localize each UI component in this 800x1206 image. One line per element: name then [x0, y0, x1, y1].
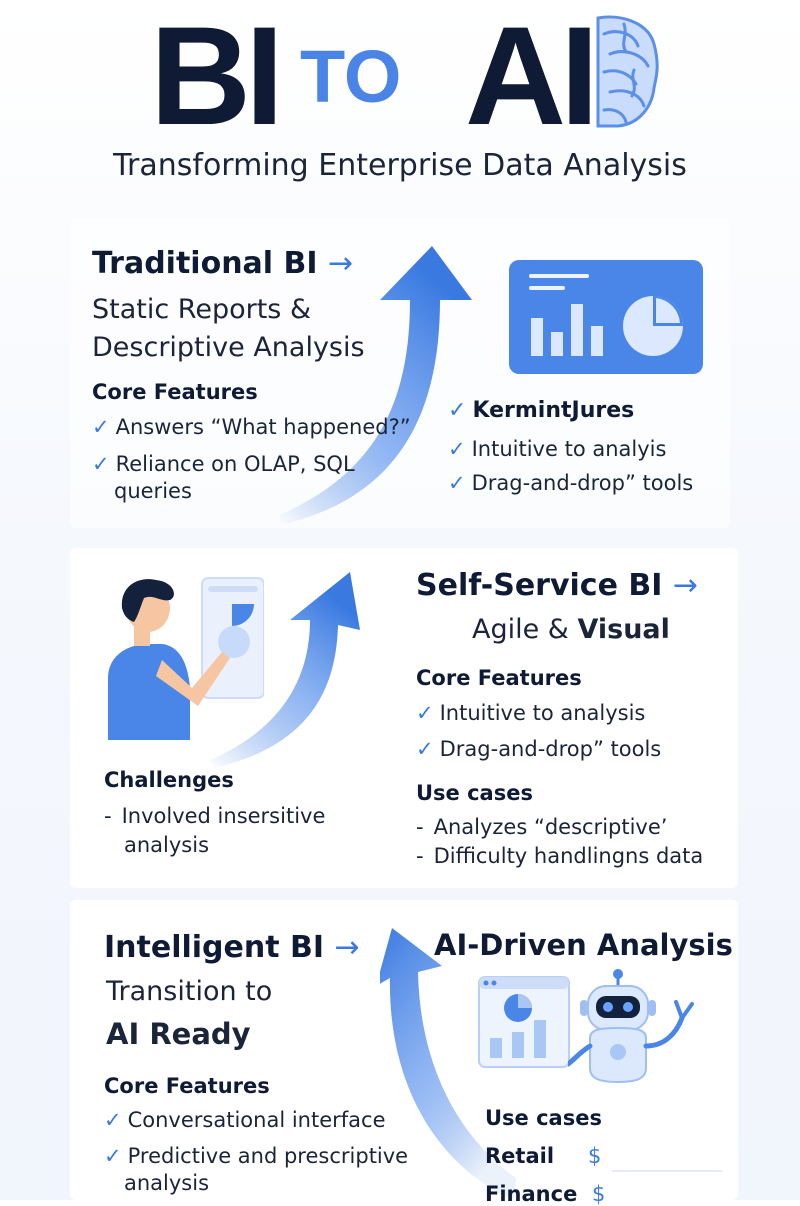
- ai-use-cases-heading: Use cases: [485, 1106, 602, 1130]
- self-service-features-heading: Core Features: [416, 666, 582, 690]
- check-icon: ✓: [448, 471, 466, 495]
- challenges-heading: Challenges: [104, 768, 234, 792]
- arrow-right-icon: →: [334, 930, 360, 965]
- list-item: -Difficulty handlingns data: [416, 844, 704, 868]
- ai-driven-analysis-heading: AI-Driven Analysis: [434, 928, 733, 962]
- intelligent-bi-title: Intelligent BI →: [104, 930, 360, 965]
- dollar-icon: $: [592, 1182, 606, 1206]
- header-subtitle: Transforming Enterprise Data Analysis: [113, 148, 687, 183]
- list-item: ✓Intuitive to analysis: [416, 701, 646, 725]
- list-item: ✓Answers “What happened?”: [92, 415, 411, 439]
- list-item-continued: queries: [114, 479, 192, 503]
- self-service-bi-title: Self-Service BI →: [416, 568, 698, 603]
- intelligent-features-heading: Core Features: [104, 1074, 270, 1098]
- list-item: ✓Intuitive to analyis: [448, 437, 667, 461]
- list-item: -Analyzes “descriptive’: [416, 815, 668, 839]
- dash-icon: -: [104, 804, 112, 828]
- traditional-bi-subtitle-1: Static Reports &: [92, 294, 311, 325]
- check-icon: ✓: [448, 437, 466, 461]
- check-icon: ✓: [416, 737, 434, 761]
- analytics-screen-icon: [478, 976, 570, 1068]
- curved-arrow-icon: [380, 928, 516, 1200]
- brain-icon: [596, 15, 659, 128]
- traditional-bi-subtitle-2: Descriptive Analysis: [92, 332, 365, 363]
- intelligent-bi-subtitle-1: Transition to: [106, 976, 273, 1007]
- self-service-use-cases-heading: Use cases: [416, 781, 533, 805]
- person-illustration-icon: [108, 577, 264, 740]
- growth-arrow-icon: [210, 572, 360, 768]
- traditional-bi-title: Traditional BI →: [92, 246, 354, 281]
- dash-icon: -: [416, 815, 424, 839]
- use-case-finance: Finance: [485, 1182, 578, 1206]
- list-item: ✓Conversational interface: [104, 1108, 386, 1132]
- list-item: -Involved insersitive: [104, 804, 326, 828]
- dollar-icon: $: [588, 1144, 602, 1168]
- arrow-right-icon: →: [672, 568, 698, 603]
- dash-icon: -: [416, 844, 424, 868]
- check-icon: ✓: [448, 398, 467, 423]
- intelligent-bi-subtitle-2: AI Ready: [106, 1017, 251, 1051]
- arrow-right-icon: →: [328, 246, 354, 281]
- check-icon: ✓: [416, 701, 434, 725]
- header-title-to: TO: [300, 35, 402, 118]
- list-item: ✓Reliance on OLAP, SQL: [92, 452, 355, 476]
- header-title-bi: BI: [150, 0, 284, 154]
- self-service-bi-subtitle: Agile & Visual: [472, 614, 670, 645]
- list-item-continued: analysis: [124, 833, 210, 857]
- header-title-ai: AI: [465, 0, 599, 154]
- check-icon: ✓: [92, 452, 110, 476]
- use-case-retail: Retail: [485, 1144, 555, 1168]
- robot-icon: [568, 969, 694, 1084]
- list-item: ✓Drag-and-drop” tools: [448, 471, 694, 495]
- check-icon: ✓: [104, 1108, 122, 1132]
- list-item: ✓Predictive and prescriptive: [104, 1144, 409, 1168]
- dashboard-chart-icon: [509, 260, 703, 374]
- list-item-continued: analysis: [124, 1171, 210, 1195]
- check-icon: ✓: [92, 415, 110, 439]
- check-icon: ✓: [104, 1144, 122, 1168]
- list-item: ✓Drag-and-drop” tools: [416, 737, 662, 761]
- growth-arrow-icon: [280, 246, 472, 525]
- right-features-heading: ✓KermintJures: [448, 398, 635, 423]
- traditional-features-heading: Core Features: [92, 380, 258, 404]
- divider: [612, 1170, 722, 1172]
